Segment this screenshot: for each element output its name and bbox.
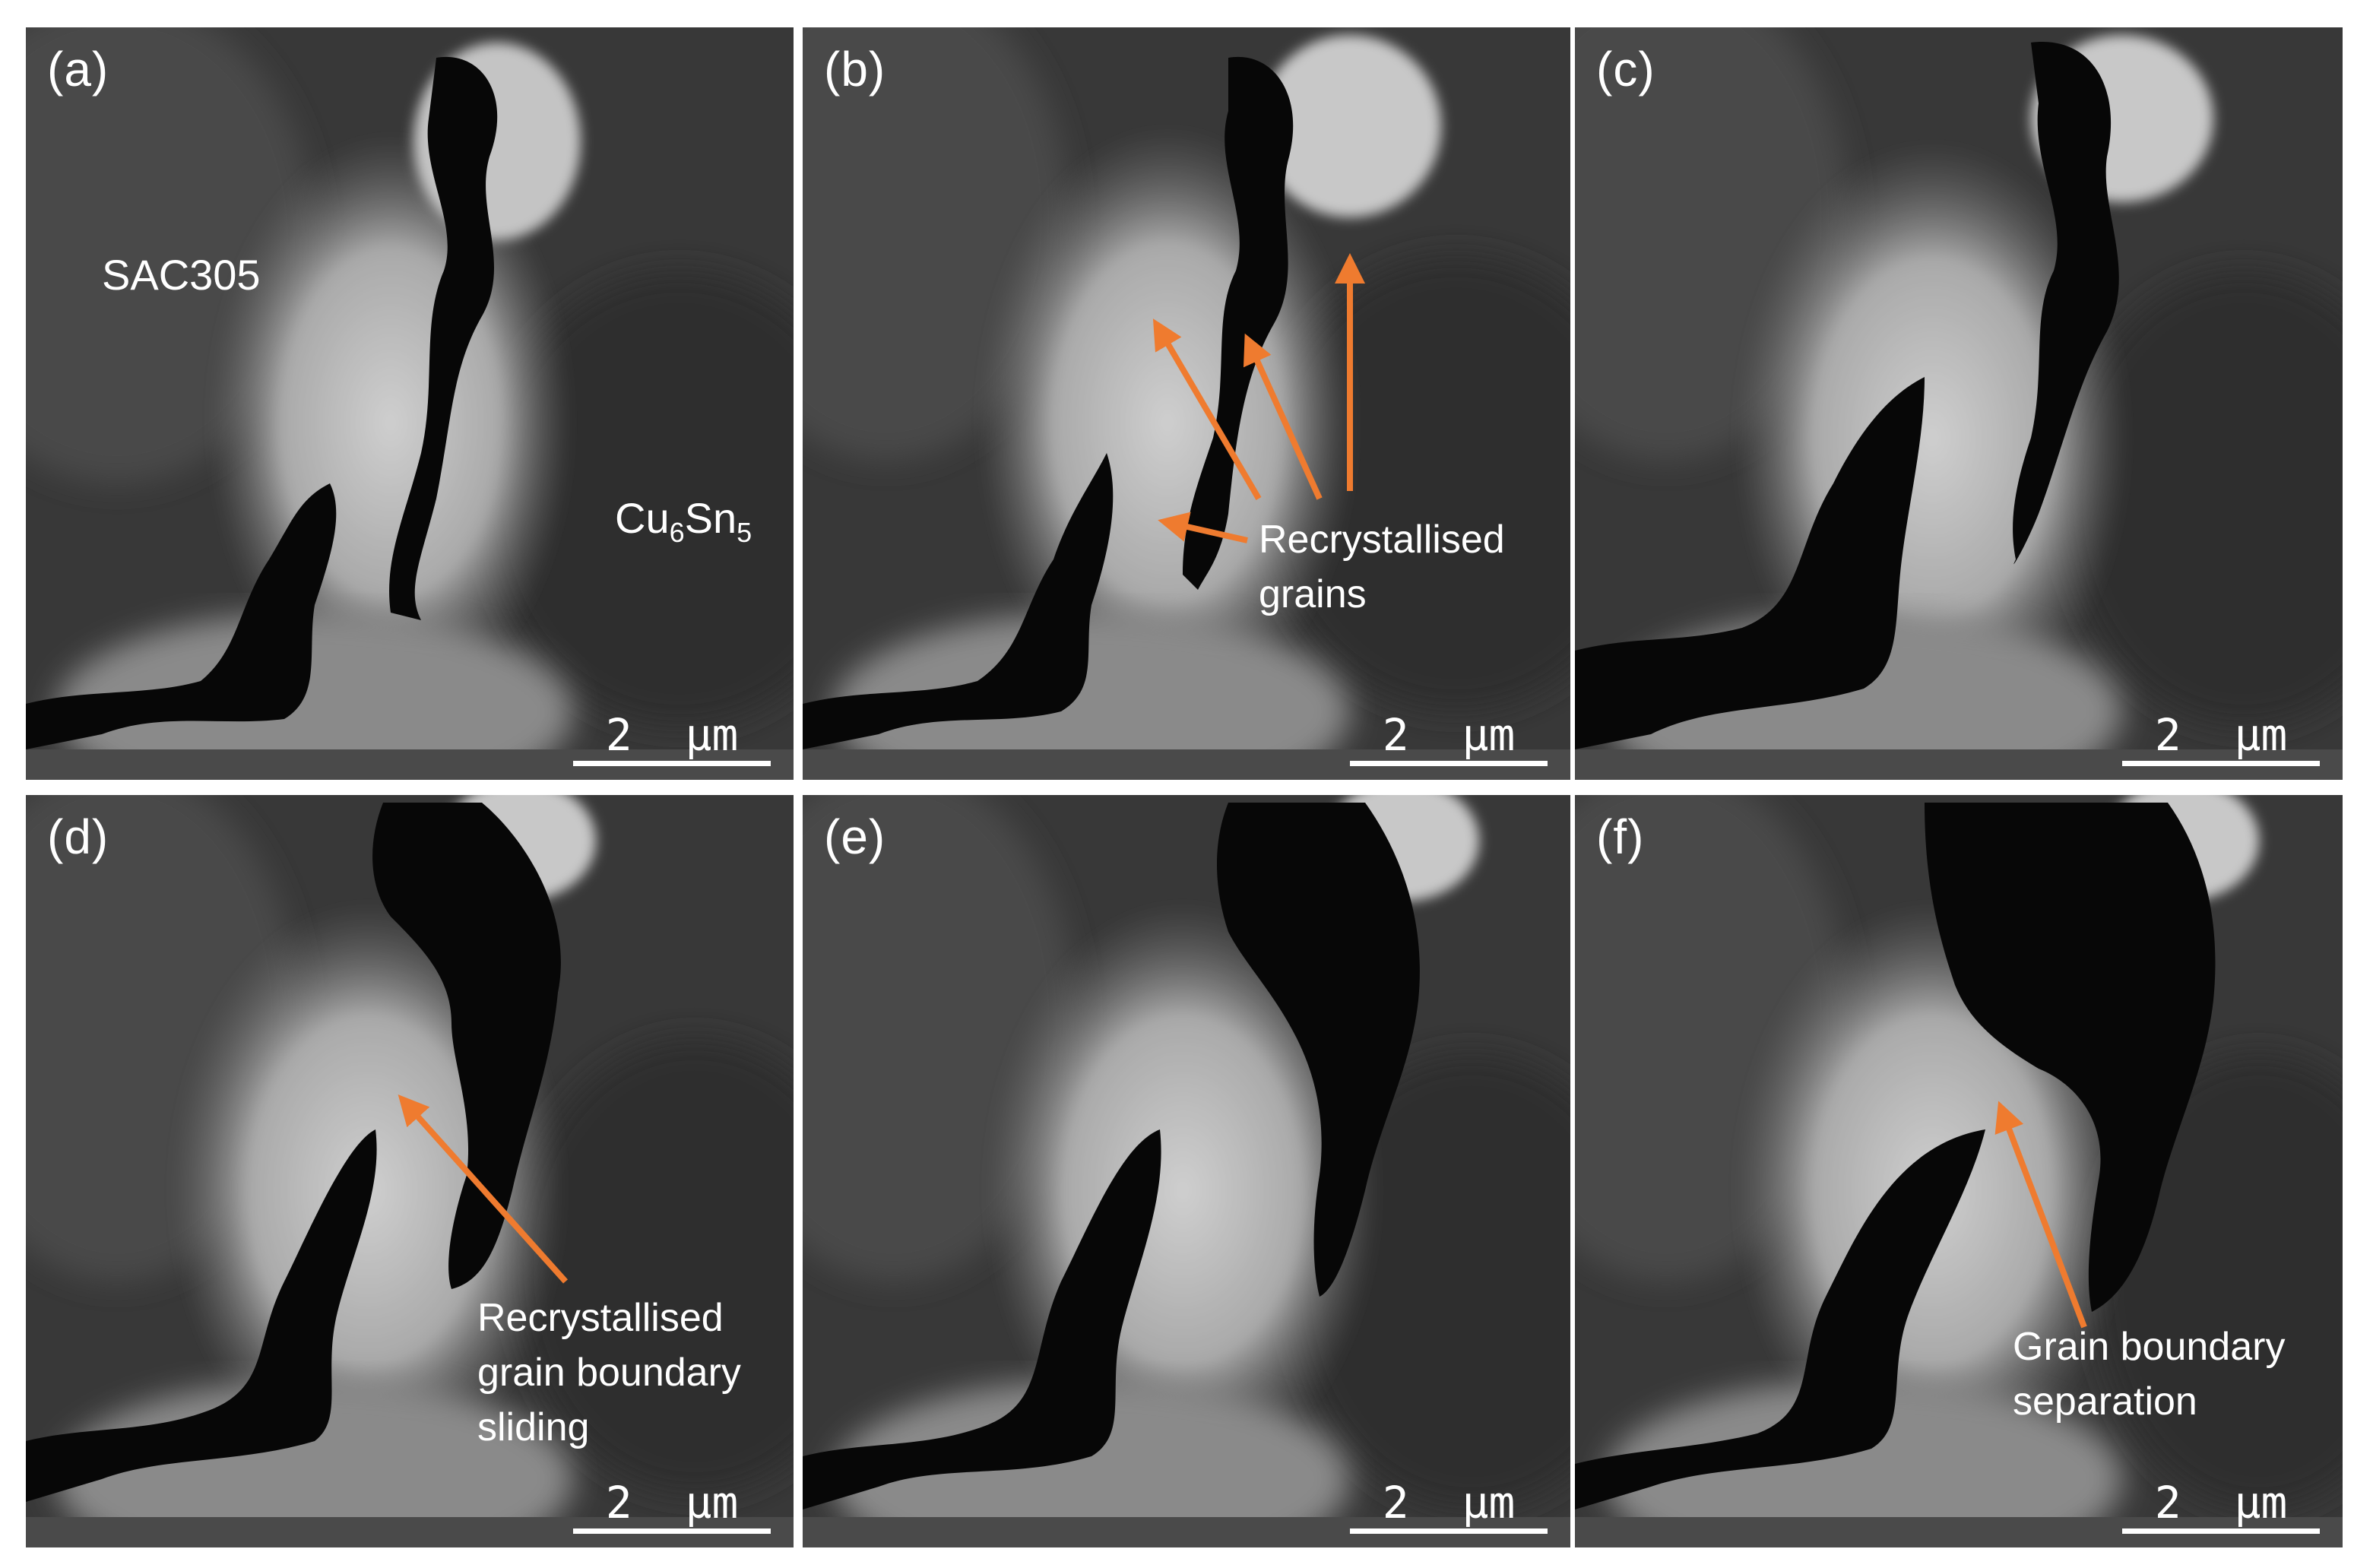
scale-bar: 2 μm [2122,711,2320,766]
micrograph-panel-a: (a) SAC305 Cu6Sn5 2 μm [26,27,794,780]
formula-cu-subscript: 6 [669,517,685,548]
micrograph-image [1575,795,2343,1547]
micrograph-image [26,27,794,780]
label-line: sliding [477,1405,590,1449]
label-line: separation [2013,1380,2197,1424]
scale-bar-label: 2 μm [2154,1477,2288,1528]
micrograph-panel-f: Grain boundary separation (f) 2 μm [1575,795,2343,1547]
scale-bar: 2 μm [573,711,771,766]
label-line: Recrystallised [477,1296,724,1340]
scale-bar-label: 2 μm [1382,709,1516,761]
panel-label: (f) [1596,809,1645,864]
panel-label: (a) [47,42,109,97]
micrograph-panel-c: (c) 2 μm [1575,27,2343,780]
label-grain-boundary-separation: Grain boundary separation [2013,1319,2285,1429]
formula-cu: Cu [615,494,670,542]
micrograph-panel-b: Recrystallised grains 2 μm (b) [803,27,1570,780]
panel-label: (d) [47,809,109,864]
micrograph-image [26,795,794,1547]
formula-sn: Sn [684,494,737,542]
scale-bar-label: 2 μm [605,1477,739,1528]
panel-label: (e) [824,809,886,864]
scale-bar-label: 2 μm [2154,709,2288,761]
scale-bar-label: 2 μm [1382,1477,1516,1528]
scale-bar: 2 μm [1350,1478,1548,1534]
label-recrystallised-grains: Recrystallised grains [1259,512,1505,622]
scale-bar: 2 μm [573,1478,771,1534]
micrograph-image [1575,27,2343,780]
label-line: grain boundary [477,1351,741,1395]
scale-bar: 2 μm [2122,1478,2320,1534]
scale-bar-line [2122,1528,2320,1534]
micrograph-image [803,27,1570,780]
label-line: Grain boundary [2013,1325,2286,1369]
scale-bar-label: 2 μm [605,709,739,761]
label-sac305: SAC305 [102,251,261,299]
label-grain-boundary-sliding: Recrystallised grain boundary sliding [477,1291,741,1455]
scale-bar-line [573,761,771,766]
scale-bar-line [2122,761,2320,766]
micrograph-image [803,795,1570,1547]
micrograph-panel-d: Recrystallised grain boundary sliding (d… [26,795,794,1547]
panel-label: (c) [1596,42,1655,97]
panel-label: (b) [824,42,886,97]
scale-bar-line [573,1528,771,1534]
label-line: grains [1259,572,1367,616]
micrograph-panel-e: (e) 2 μm [803,795,1570,1547]
scale-bar-line [1350,761,1548,766]
scale-bar-line [1350,1528,1548,1534]
label-cu6sn5: Cu6Sn5 [615,491,752,560]
formula-sn-subscript: 5 [737,517,752,548]
label-line: Recrystallised [1259,518,1505,562]
scale-bar: 2 μm [1350,711,1548,766]
